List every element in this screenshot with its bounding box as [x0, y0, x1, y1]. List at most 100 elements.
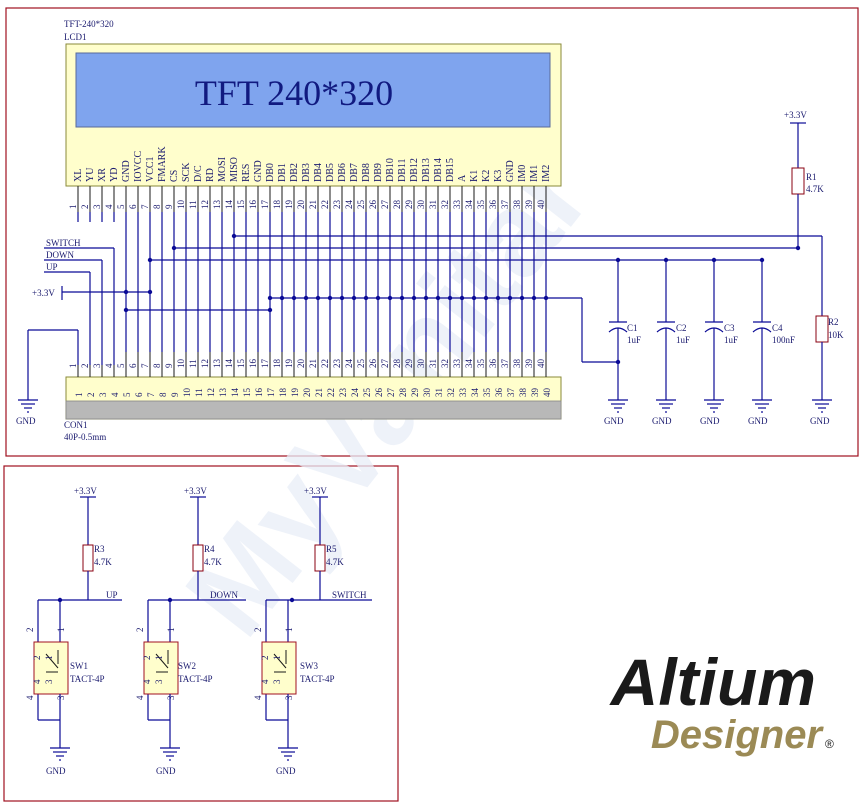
sw2-value: TACT-4P — [178, 674, 212, 684]
sw1-supply-label: +3.3V — [74, 486, 97, 496]
lcd-pin-number-34: 34 — [464, 200, 474, 210]
r2-ref: R2 — [828, 317, 839, 327]
r1-ref: R1 — [806, 172, 817, 182]
con-pin-label-lower-37: 37 — [506, 388, 516, 398]
sw1-pin-number-7: 4 — [32, 679, 42, 684]
logo-altium-text: Altium — [609, 645, 816, 719]
lcd-pin-name-40: IM2 — [541, 165, 552, 182]
con-pin-label-upper-20: 20 — [296, 359, 306, 369]
con-pin-label-upper-9: 9 — [164, 363, 174, 368]
con-pin-label-upper-1: 1 — [68, 364, 78, 369]
lcd-pin-name-39: IM1 — [529, 165, 540, 182]
sw2-net-label: DOWN — [210, 590, 238, 600]
lcd-pin-number-26: 26 — [368, 200, 378, 210]
c4-ref: C4 — [772, 323, 783, 333]
lcd-pin-number-21: 21 — [308, 200, 318, 209]
lcd-pin-name-26: DB9 — [373, 163, 384, 182]
lcd-pin-number-15: 15 — [236, 200, 246, 210]
r2-value: 10K — [828, 330, 844, 340]
con-pin-label-upper-32: 32 — [440, 359, 450, 368]
lcd-pin-number-17: 17 — [260, 200, 270, 210]
lcd-pin-number-18: 18 — [272, 200, 282, 210]
sw3-value: TACT-4P — [300, 674, 334, 684]
lcd-pin-name-7: VCC1 — [145, 156, 156, 182]
lcd-pin-name-19: DB2 — [289, 163, 300, 182]
con-pin-label-upper-15: 15 — [236, 359, 246, 369]
con-pin-label-lower-14: 14 — [230, 388, 240, 398]
bottom-schematic-frame — [3, 465, 399, 802]
lcd-pin-number-38: 38 — [512, 200, 522, 210]
c2-ref: C2 — [676, 323, 687, 333]
con-pin-label-lower-5: 5 — [122, 392, 132, 397]
con-value: 40P-0.5mm — [64, 432, 106, 442]
con-pin-label-upper-30: 30 — [416, 359, 426, 369]
con-pin-label-upper-6: 6 — [128, 363, 138, 368]
r5-ref: R5 — [326, 544, 337, 554]
lcd-pin-name-10: SCK — [181, 162, 192, 182]
con-pin-label-upper-5: 5 — [116, 363, 126, 368]
lcd-pin-name-25: DB8 — [361, 163, 372, 182]
lcd-ref: LCD1 — [64, 32, 87, 42]
sw1-pin-number-1: 2 — [25, 628, 35, 633]
con-pin-label-lower-30: 30 — [422, 388, 432, 398]
lcd-pin-number-9: 9 — [164, 204, 174, 209]
resistor-r1 — [791, 167, 805, 195]
con-pin-label-lower-8: 8 — [158, 392, 168, 397]
con-pin-label-upper-14: 14 — [224, 359, 234, 369]
lcd-pin-number-16: 16 — [248, 200, 258, 210]
lcd-pin-number-7: 7 — [140, 204, 150, 209]
lcd-pin-name-29: DB12 — [409, 158, 420, 182]
sw2-pin-number-5: 2 — [142, 656, 152, 661]
lcd-pin-number-22: 22 — [320, 200, 330, 209]
r4-value: 4.7K — [204, 557, 222, 567]
sw1-pin-number-3: 4 — [25, 695, 35, 700]
capacitor-bank — [608, 257, 772, 413]
lcd-pin-number-6: 6 — [128, 204, 138, 209]
lcd-pin-number-2: 2 — [80, 205, 90, 210]
lcd-designator: TFT-240*320 — [64, 19, 114, 29]
lcd-pin-number-13: 13 — [212, 200, 222, 210]
con-pin-label-upper-22: 22 — [320, 359, 330, 368]
r4-ref: R4 — [204, 544, 215, 554]
c1-ref: C1 — [627, 323, 638, 333]
r1-value: 4.7K — [806, 184, 824, 194]
con-pin-label-lower-19: 19 — [290, 388, 300, 398]
sw1-value: TACT-4P — [70, 674, 104, 684]
lcd-pin-name-31: DB14 — [433, 158, 444, 182]
logo-designer-text: Designer — [651, 713, 825, 757]
net-label-3v3-r1: +3.3V — [784, 110, 807, 120]
con-pin-label-upper-12: 12 — [200, 359, 210, 368]
con-pin-label-lower-17: 17 — [266, 388, 276, 398]
sw2-pin-number-4: 3 — [166, 695, 176, 700]
con-pin-label-upper-18: 18 — [272, 359, 282, 369]
con-pin-label-upper-7: 7 — [140, 363, 150, 368]
sw2-gnd-label: GND — [156, 766, 176, 776]
sw3-pin-number-1: 2 — [253, 628, 263, 633]
lcd-pin-number-36: 36 — [488, 200, 498, 210]
con-pin-label-upper-36: 36 — [488, 359, 498, 369]
lcd-pin-name-11: D/C — [193, 165, 204, 182]
lcd-pin-name-14: MISO — [229, 157, 240, 182]
lcd-pin-name-1: XL — [73, 169, 84, 182]
gnd-label-c1: GND — [604, 416, 624, 426]
lcd-pin-name-36: K3 — [493, 170, 504, 182]
con-pin-label-lower-13: 13 — [218, 388, 228, 398]
gnd-label-c2: GND — [652, 416, 672, 426]
sw2-pin-number-8: 3 — [154, 679, 164, 684]
sw2-pin-number-2: 1 — [166, 628, 176, 633]
gnd-symbol-con — [18, 399, 38, 413]
db-bus-junctions — [267, 295, 549, 301]
con-pin-label-lower-29: 29 — [410, 388, 420, 398]
lcd-pin-number-40: 40 — [536, 200, 546, 210]
con-pin-label-upper-16: 16 — [248, 359, 258, 369]
sw2-pin-number-1: 2 — [135, 628, 145, 633]
con-pin-label-lower-11: 11 — [194, 388, 204, 397]
lcd-pin-number-30: 30 — [416, 200, 426, 210]
logo-registered-mark: ® — [825, 737, 834, 751]
sw1-pin-number-8: 3 — [44, 679, 54, 684]
con-pin-label-lower-10: 10 — [182, 388, 192, 398]
con-pin-label-upper-35: 35 — [476, 359, 486, 369]
con-pin-label-upper-24: 24 — [344, 359, 354, 369]
con-pin-label-lower-26: 26 — [374, 388, 384, 398]
